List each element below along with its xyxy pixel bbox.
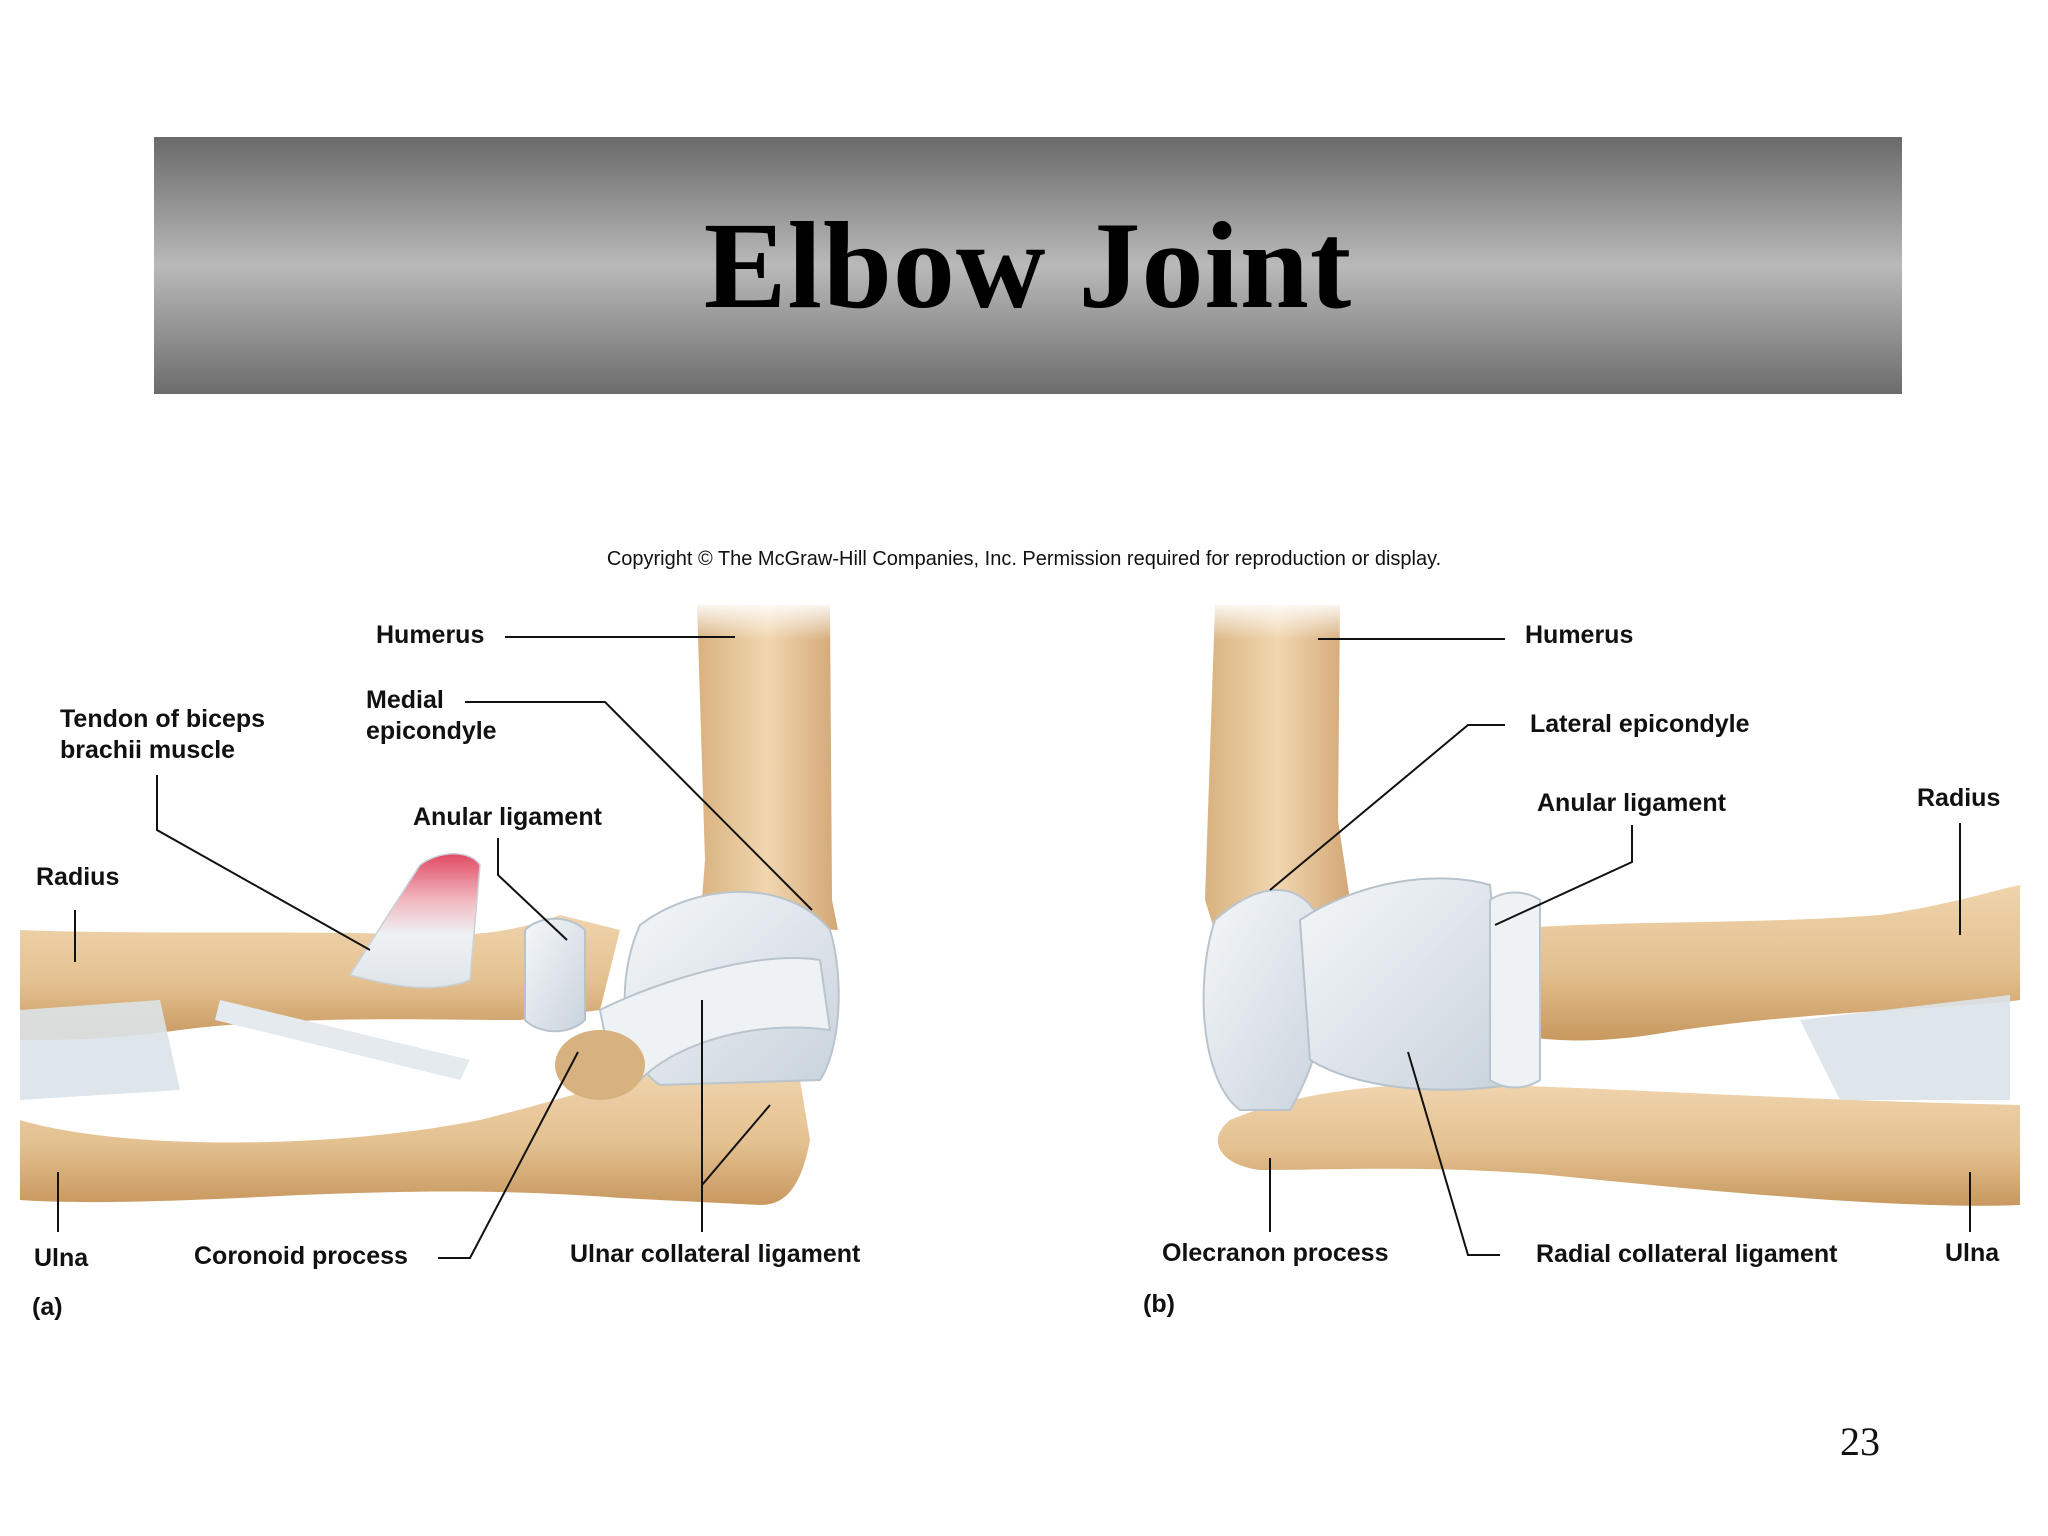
slide-title: Elbow Joint: [703, 196, 1353, 334]
label-ulna-a: Ulna: [34, 1244, 89, 1272]
figure-b-drawing: [1200, 600, 2020, 1206]
label-coronoid-process: Coronoid process: [194, 1242, 408, 1270]
label-humerus-a: Humerus: [376, 621, 485, 649]
leader-lines-a: [57, 636, 813, 1259]
label-radius-b: Radius: [1917, 784, 2001, 812]
label-tendon-biceps: Tendon of biceps brachii muscle: [60, 705, 266, 764]
label-ulna-b: Ulna: [1945, 1239, 2000, 1267]
label-anular-ligament-b: Anular ligament: [1537, 789, 1726, 817]
label-lateral-epicondyle: Lateral epicondyle: [1530, 710, 1750, 738]
label-radius-a: Radius: [36, 863, 120, 891]
leader-lines-b: [1269, 638, 1971, 1256]
label-ulnar-collateral-ligament: Ulnar collateral ligament: [570, 1240, 861, 1268]
copyright-notice: Copyright © The McGraw-Hill Companies, I…: [606, 548, 1442, 570]
page-number: 23: [1840, 1419, 1880, 1464]
panel-label-a: (a): [32, 1293, 63, 1321]
label-medial-epicondyle: Medial epicondyle: [366, 686, 497, 745]
label-humerus-b: Humerus: [1525, 621, 1634, 649]
label-olecranon-process: Olecranon process: [1162, 1239, 1389, 1267]
title-banner: Elbow Joint: [154, 137, 1902, 394]
panel-label-b: (b): [1143, 1290, 1175, 1318]
figure-a-drawing: [20, 600, 840, 1205]
label-anular-ligament-a: Anular ligament: [413, 803, 602, 831]
label-radial-collateral-ligament: Radial collateral ligament: [1536, 1240, 1838, 1268]
